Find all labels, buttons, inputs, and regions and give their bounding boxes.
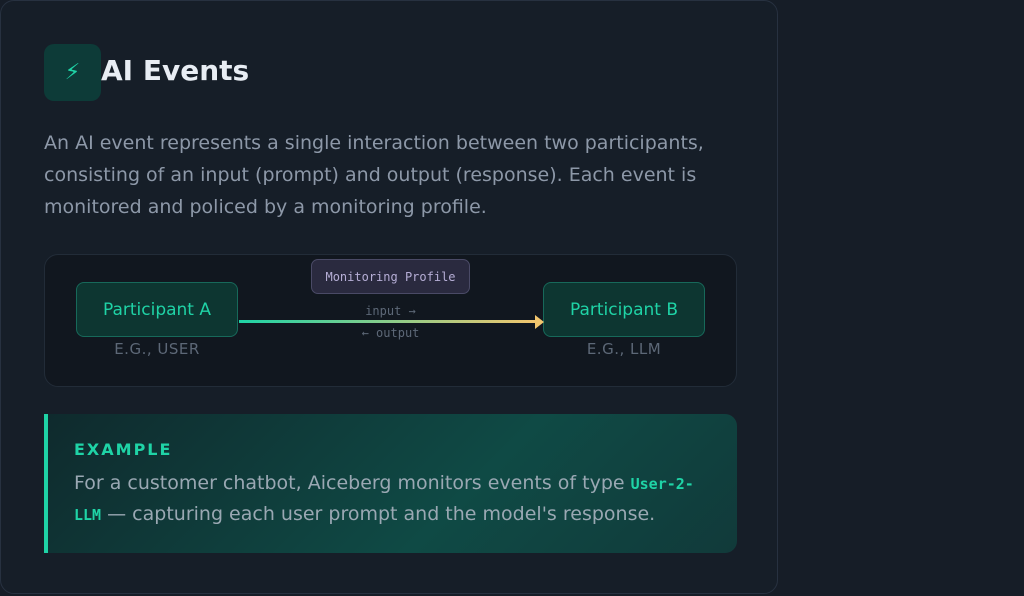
example-text-before: For a customer chatbot, Aiceberg monitor… — [74, 472, 631, 494]
participant-b-sub: E.G., LLM — [586, 340, 662, 358]
input-label: input → — [365, 304, 416, 318]
example-text: For a customer chatbot, Aiceberg monitor… — [74, 468, 714, 530]
example-title: EXAMPLE — [74, 440, 173, 459]
monitoring-profile-box: Monitoring Profile — [311, 259, 470, 294]
ai-events-card: ⚡ AI Events An AI event represents a sin… — [0, 0, 778, 594]
lightning-glyph: ⚡ — [64, 60, 81, 85]
example-callout: EXAMPLE For a customer chatbot, Aiceberg… — [44, 414, 737, 553]
event-type-code: User-2-LLM — [74, 475, 694, 524]
flow-line — [239, 320, 535, 323]
example-text-after: — capturing each user prompt and the mod… — [101, 503, 656, 525]
lightning-icon: ⚡ — [44, 44, 101, 101]
participant-a-sub: E.G., USER — [114, 340, 200, 358]
event-diagram: Monitoring Profile Participant A E.G., U… — [44, 254, 737, 387]
description: An AI event represents a single interact… — [44, 132, 704, 218]
arrow-head-icon — [535, 315, 544, 329]
participant-b-box: Participant B — [543, 282, 705, 337]
output-label: ← output — [361, 326, 420, 340]
page-title: AI Events — [101, 54, 250, 87]
participant-a-box: Participant A — [76, 282, 238, 337]
